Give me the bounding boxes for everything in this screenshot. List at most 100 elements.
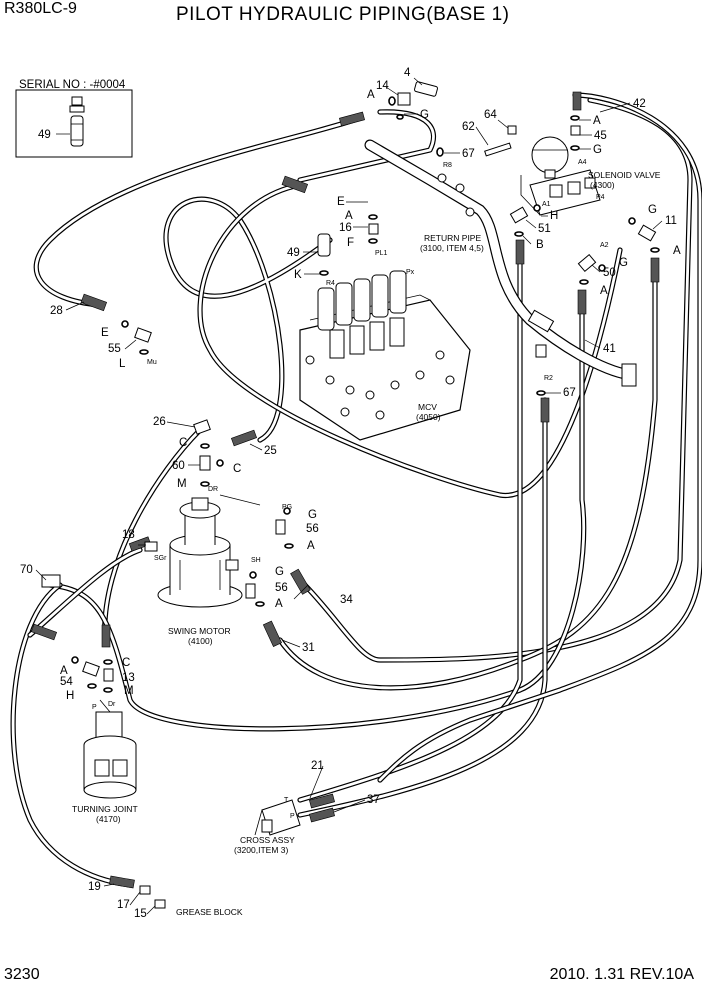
callout-cPx: Px: [406, 269, 415, 276]
solenoid-valve: [520, 136, 601, 216]
callout-cA7: A: [307, 540, 315, 552]
callout-c50: 50: [603, 267, 616, 279]
return-pipe-caption: RETURN PIPE: [424, 233, 481, 243]
callout-c49b: 49: [287, 247, 300, 259]
component-captions: MCV (4050) SWING MOTOR (4100) TURNING JO…: [72, 170, 661, 917]
callout-c18: 18: [122, 529, 135, 541]
callout-cA9: A: [60, 665, 68, 677]
callout-cG6: G: [275, 566, 284, 578]
page-title: PILOT HYDRAULIC PIPING(BASE 1): [176, 4, 510, 25]
cross-assy: [254, 799, 301, 836]
callout-cP4: P4: [596, 194, 605, 201]
return-pipe-code: (3100, ITEM 4,5): [420, 243, 484, 253]
callout-cC1: C: [179, 437, 187, 449]
callout-cA2s: A2: [600, 242, 609, 249]
callout-cC3: C: [122, 657, 130, 669]
callout-c4: 4: [404, 67, 411, 79]
callout-cG2: G: [593, 144, 602, 156]
callout-cA1: A: [367, 89, 375, 101]
callout-c14: 14: [376, 80, 389, 92]
callout-labels: 4 14 A G 64 62 67 R8 42 A 45 G A4 E 16 A…: [20, 67, 681, 920]
cross-assy-code: (3200,ITEM 3): [234, 845, 288, 855]
callout-cR2: R2: [544, 375, 553, 382]
callout-cL: L: [119, 358, 126, 370]
callout-cA6: A: [600, 285, 608, 297]
callout-c67a: 67: [462, 148, 475, 160]
small-fittings: [41, 81, 660, 693]
callout-cK: K: [294, 269, 302, 281]
callout-cA3: A: [345, 210, 353, 222]
callout-c62: 62: [462, 121, 475, 133]
callout-c16: 16: [339, 222, 352, 234]
callout-cM2: M: [124, 685, 134, 697]
callout-c17: 17: [117, 899, 130, 911]
callout-c55: 55: [108, 343, 121, 355]
return-pipe: [364, 139, 637, 387]
swing-motor-caption: SWING MOTOR: [168, 626, 231, 636]
leader-lines: [35, 77, 663, 915]
callout-c19: 19: [88, 881, 101, 893]
callout-cH1: H: [550, 210, 558, 222]
cross-assy-caption: CROSS ASSY: [240, 835, 295, 845]
callout-c37: 37: [367, 794, 380, 806]
callout-cR8: R8: [443, 162, 452, 169]
page-number: 3230: [4, 966, 40, 983]
solenoid-valve-code: (4300): [590, 180, 615, 190]
callout-cB: B: [536, 239, 544, 251]
callout-cE2: E: [101, 327, 109, 339]
revision-date: 2010. 1.31 REV.10A: [549, 966, 694, 983]
callout-cP2: P: [290, 813, 295, 820]
callout-c67b: 67: [563, 387, 576, 399]
mcv-body: [299, 270, 471, 441]
callout-c26: 26: [153, 416, 166, 428]
callout-cA5: A: [673, 245, 681, 257]
callout-cR4: R4: [326, 280, 335, 287]
callout-cM1: M: [177, 478, 187, 490]
model-code: R380LC-9: [4, 0, 77, 17]
callout-c56a: 56: [306, 523, 319, 535]
serial-text: SERIAL NO : -#0004: [19, 79, 126, 91]
callout-c70: 70: [20, 564, 33, 576]
callout-c34: 34: [340, 594, 353, 606]
callout-c41: 41: [603, 343, 616, 355]
swing-motor: [157, 494, 261, 608]
grease-block-caption: GREASE BLOCK: [176, 907, 243, 917]
grease-fittings: [139, 885, 166, 909]
callout-c60: 60: [172, 460, 185, 472]
callout-cG4: G: [619, 257, 628, 269]
callout-c21: 21: [311, 760, 324, 772]
callout-cH2: H: [66, 690, 74, 702]
callout-cP: P: [92, 704, 97, 711]
callout-c25: 25: [264, 445, 277, 457]
callout-cA8: A: [275, 598, 283, 610]
callout-cG5: G: [308, 509, 317, 521]
callout-cMu: Mu: [147, 359, 157, 366]
callout-c28: 28: [50, 305, 63, 317]
callout-cG1: G: [420, 109, 429, 121]
callout-c45: 45: [594, 130, 607, 142]
mcv-ports: [305, 350, 455, 420]
turning-joint: [83, 699, 137, 799]
turning-joint-code: (4170): [96, 814, 121, 824]
callout-cE1: E: [337, 196, 345, 208]
hose-fittings: [30, 91, 660, 889]
turning-joint-caption: TURNING JOINT: [72, 804, 138, 814]
solenoid-valve-caption: SOLENOID VALVE: [588, 170, 661, 180]
callout-c15: 15: [134, 908, 147, 920]
callout-cSH: SH: [251, 557, 261, 564]
swing-motor-code: (4100): [188, 636, 213, 646]
mcv-spools: [317, 270, 407, 359]
callout-cA1s: A1: [542, 201, 551, 208]
callout-cSGr: SGr: [154, 555, 167, 562]
callout-cG3: G: [648, 204, 657, 216]
hoses: [10, 92, 702, 888]
callout-cA2: A: [593, 115, 601, 127]
callout-cDr: Dr: [108, 701, 116, 708]
callout-cC2: C: [233, 463, 241, 475]
serial-box: SERIAL NO : -#0004 49: [15, 79, 133, 158]
callout-c11: 11: [665, 215, 677, 227]
callout-cDR: DR: [208, 486, 218, 493]
callout-c56b: 56: [275, 582, 288, 594]
callout-cPL1: PL1: [375, 250, 388, 257]
